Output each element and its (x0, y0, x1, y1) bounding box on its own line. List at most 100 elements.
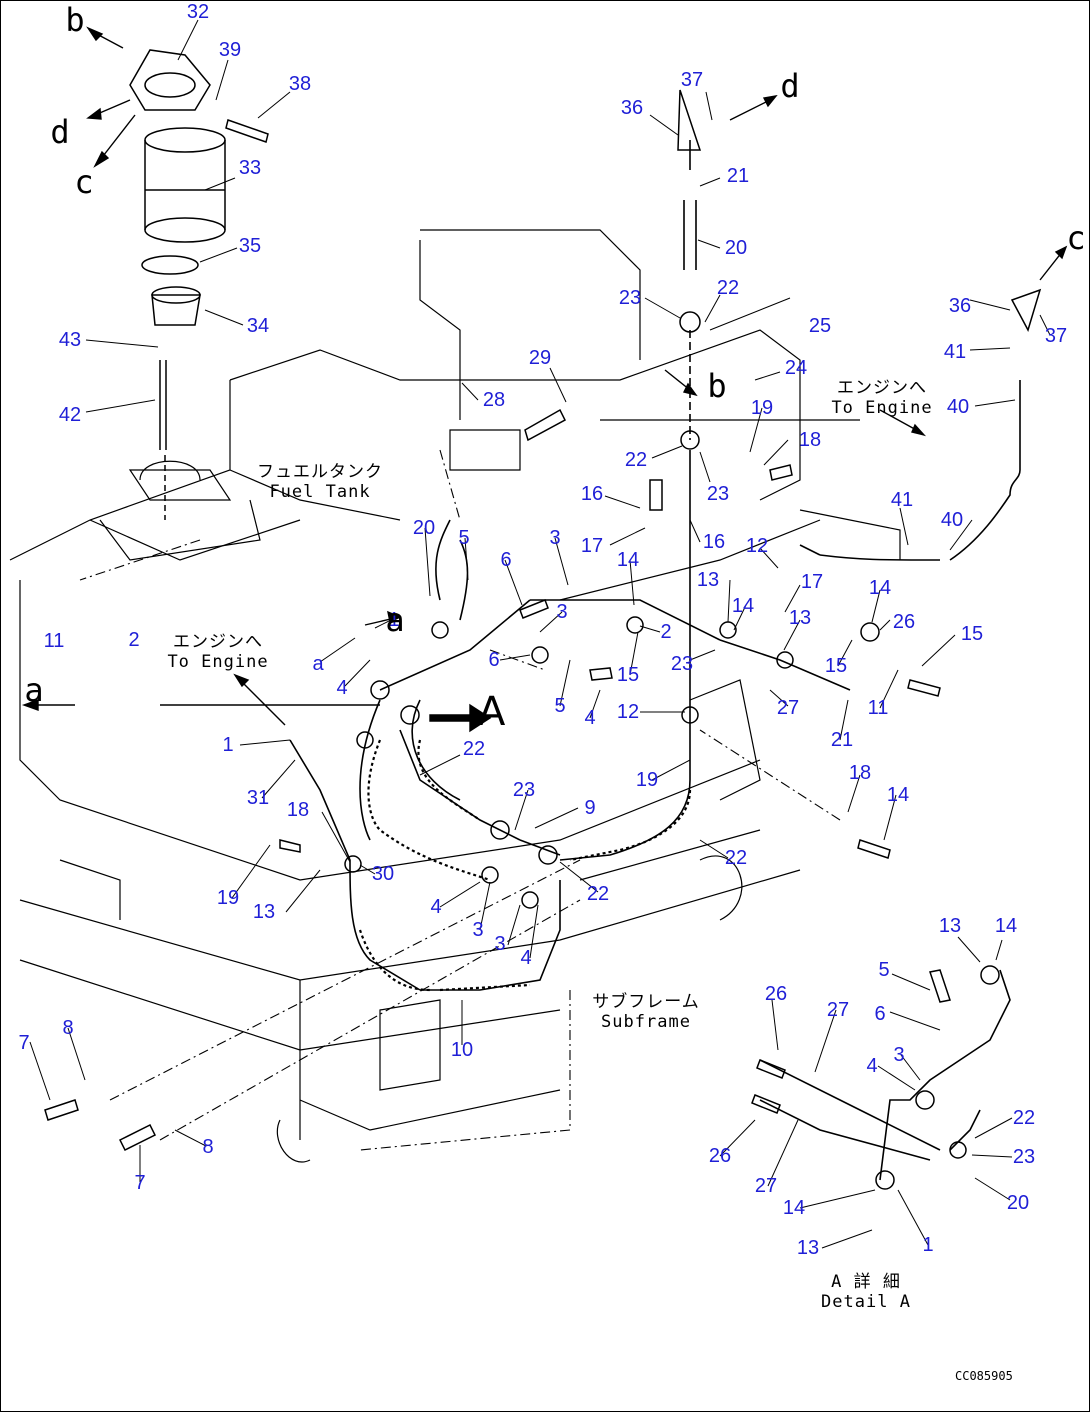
connection-letter: a (24, 671, 44, 709)
part-number-label: 20 (724, 237, 748, 259)
part-number-label: 6 (874, 1003, 886, 1025)
clamps-and-fittings (44, 89, 1042, 1190)
drawing-code: CC085905 (955, 1369, 1013, 1383)
note-line: エンジンへ (173, 632, 263, 652)
part-number-label: 3 (893, 1044, 905, 1066)
part-number-label: 7 (18, 1032, 30, 1054)
part-number-label: 13 (796, 1237, 820, 1259)
part-number-label: 24 (784, 357, 808, 379)
part-number-label: 32 (186, 1, 210, 23)
connection-letter: c (74, 163, 94, 201)
part-number-label: 27 (826, 999, 850, 1021)
part-number-label: 22 (716, 277, 740, 299)
part-number-label: 8 (62, 1017, 74, 1039)
part-number-label: 14 (886, 784, 910, 806)
part-number-label: 22 (1012, 1107, 1036, 1129)
part-number-label: 21 (830, 729, 854, 751)
part-number-label: 3 (472, 919, 484, 941)
part-number-label: 20 (412, 517, 436, 539)
part-number-label: 13 (938, 915, 962, 937)
part-number-label: 23 (670, 653, 694, 675)
part-number-label: 28 (482, 389, 506, 411)
part-number-label: 2 (660, 621, 672, 643)
part-number-label: 5 (554, 695, 566, 717)
part-number-label: 12 (616, 701, 640, 723)
part-number-label: 25 (808, 315, 832, 337)
part-number-label: 35 (238, 235, 262, 257)
connection-letter: d (780, 67, 800, 105)
part-number-label: 6 (488, 649, 500, 671)
direction-arrows (21, 26, 1068, 733)
connection-letter: c (1066, 219, 1086, 257)
part-number-label: 38 (288, 73, 312, 95)
connection-letter: a (385, 601, 405, 639)
part-number-label: 14 (782, 1197, 806, 1219)
part-number-label: 13 (788, 607, 812, 629)
part-number-label: 4 (520, 947, 532, 969)
note-line: Fuel Tank (269, 482, 371, 502)
part-number-label: 41 (890, 489, 914, 511)
note-line: Detail A (821, 1292, 911, 1312)
note-line: エンジンへ (837, 378, 927, 398)
part-number-label: 40 (946, 396, 970, 418)
part-number-label: 21 (726, 165, 750, 187)
part-number-label: 3 (556, 601, 568, 623)
part-number-label: 4 (336, 677, 348, 699)
part-number-label: 9 (584, 797, 596, 819)
part-number-label: 10 (450, 1039, 474, 1061)
part-number-label: 4 (584, 707, 596, 729)
connection-letter: d (50, 113, 70, 151)
part-number-label: 17 (580, 535, 604, 557)
part-number-label: 26 (892, 611, 916, 633)
part-number-label: 26 (708, 1145, 732, 1167)
part-number-label: 23 (706, 483, 730, 505)
fuel-filter-assembly (129, 49, 226, 520)
part-number-label: 5 (458, 527, 470, 549)
part-number-label: 36 (620, 97, 644, 119)
part-number-label: 18 (798, 429, 822, 451)
spiral-hose-guards (358, 739, 692, 992)
connection-letter: b (707, 367, 727, 405)
part-number-label: 27 (754, 1175, 778, 1197)
part-number-label: 14 (868, 577, 892, 599)
part-number-label: 43 (58, 329, 82, 351)
note-line: フュエルタンク (257, 462, 383, 482)
part-number-label: 14 (994, 915, 1018, 937)
part-number-label: 11 (867, 697, 889, 719)
part-number-label: 26 (764, 983, 788, 1005)
part-number-label: 36 (948, 295, 972, 317)
part-number-label: 16 (702, 531, 726, 553)
connection-letter: b (65, 1, 85, 39)
note-line: To Engine (831, 398, 933, 418)
part-number-label: 39 (218, 39, 242, 61)
part-number-label: 34 (246, 315, 270, 337)
part-number-label: 13 (252, 901, 276, 923)
part-number-label: 23 (618, 287, 642, 309)
part-number-label: 5 (878, 959, 890, 981)
note-line: To Engine (167, 652, 269, 672)
part-number-label: 37 (680, 69, 704, 91)
part-number-label: 20 (1006, 1192, 1030, 1214)
part-number-label: 3 (494, 933, 506, 955)
part-number-label: 37 (1044, 325, 1068, 347)
part-number-label: 16 (580, 483, 604, 505)
part-number-label: 14 (616, 549, 640, 571)
part-number-label: 15 (960, 623, 984, 645)
part-number-label: 17 (800, 571, 824, 593)
part-number-label: 23 (512, 779, 536, 801)
part-number-label: 22 (462, 738, 486, 760)
part-number-label: 1 (922, 1234, 934, 1256)
part-number-label: 29 (528, 347, 552, 369)
part-number-label: 11 (43, 630, 65, 652)
part-number-label: 4 (866, 1055, 878, 1077)
part-number-label: 7 (134, 1172, 146, 1194)
part-number-label: 2 (128, 629, 140, 651)
machine-frame-outline (9, 229, 901, 1163)
part-number-label: 22 (724, 847, 748, 869)
